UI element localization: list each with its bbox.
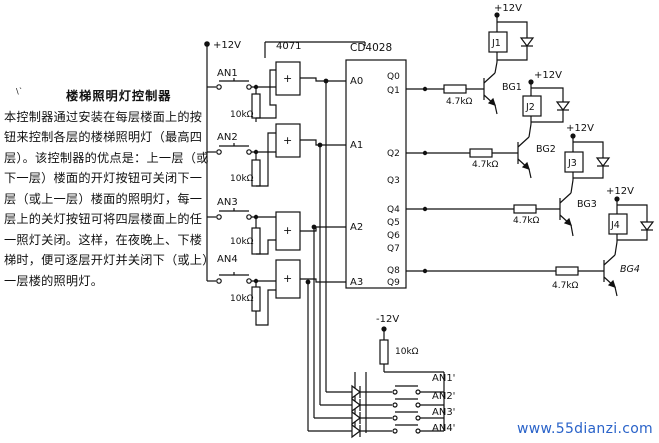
j4-label: J4 [610,220,620,231]
bg2-base-resistor [469,148,493,158]
diode-row-1: AN1' [326,373,455,400]
pin-q9: Q9 [387,278,400,288]
bg1-base-resistor [443,84,467,94]
diode-row-3: AN3' [314,407,455,426]
pin-q5: Q5 [387,218,400,228]
button-an4-group: AN4 10kΩ [207,254,276,312]
description-body: 本控制器通过安装在每层楼面上的按钮来控制各层的楼梯照明灯（最高四层）。该控制器的… [4,109,209,288]
stage4-resistor-label: 4.7kΩ [552,281,579,291]
gate-1-symbol: + [283,72,292,85]
output-junctions [422,86,428,274]
chip-or-label: 4071 [276,41,301,52]
bg4-base-resistor [555,266,579,276]
output-stage-4: 4.7kΩ BG4 +12V J4 [406,186,655,297]
gate-2-symbol: + [283,134,292,147]
an4-label: AN4 [217,254,238,265]
pin-q7: Q7 [387,244,400,254]
j1-label: J1 [491,38,501,49]
button-an1-group: AN1 10kΩ [207,68,276,120]
pin-q0: Q0 [387,72,400,82]
bg1-label: BG1 [502,82,522,93]
gate-feedback-wires [255,69,277,326]
pin-q6: Q6 [387,231,400,241]
output-stage-1: 4.7kΩ BG1 +12V J1 [406,3,535,115]
j2-label: J2 [525,102,535,113]
pin-q2: Q2 [387,149,400,159]
output-stage-3: 4.7kΩ BG3 +12V J3 [406,123,611,237]
bg3-base-resistor [513,204,537,214]
pin-q1: Q1 [387,86,400,96]
bg3-label: BG3 [577,199,597,210]
an2-resistor-label: 10kΩ [230,174,254,184]
pin-a0: A0 [350,76,363,87]
cd4028-decoder: CD4028 A0 A1 A2 A3 Q0 Q1 Q2 Q3 Q4 Q5 Q6 … [345,42,407,289]
an3-resistor-label: 10kΩ [230,237,254,247]
pin-q8: Q8 [387,266,400,276]
negative-supply-group: -12V 10kΩ [376,314,445,380]
an1p-label: AN1' [432,373,455,384]
vcc-relay2-label: +12V [534,70,562,81]
description-text: \` 楼梯照明灯控制器 本控制器通过安装在每层楼面上的按钮来控制各层的楼梯照明灯… [4,86,210,291]
vneg-resistor-label: 10kΩ [395,347,419,357]
relay-j4 [608,213,628,235]
relay-j3 [564,151,584,173]
pin-a1: A1 [350,140,363,151]
button-an2-group: AN2 10kΩ [207,132,276,187]
quote-mark: \` [16,87,24,96]
output-stage-2: 4.7kΩ BG2 +12V J2 [406,70,571,179]
chip-decoder-label: CD4028 [350,42,392,54]
left-supply-rail: +12V [204,40,241,281]
description-title: 楼梯照明灯控制器 [66,89,172,103]
an2-label: AN2 [217,132,238,143]
diode-row-4: AN4' [308,423,455,439]
pullup-resistor [379,339,389,365]
stage3-resistor-label: 4.7kΩ [513,216,540,226]
bg2-label: BG2 [536,144,556,155]
pin-a3: A3 [350,277,363,288]
an1-label: AN1 [217,68,238,79]
stage2-resistor-label: 4.7kΩ [472,160,499,170]
gate-3-symbol: + [283,224,292,237]
vcc-left-label: +12V [213,40,241,51]
an3-label: AN3 [217,197,238,208]
watermark: www.55dianzi.com [517,421,653,437]
button-an3-group: AN3 10kΩ [207,197,276,255]
stage1-resistor-label: 4.7kΩ [446,97,473,107]
gate-output-wires [300,77,346,431]
bg4-label: BG4 [620,264,640,275]
vcc-relay4-label: +12V [606,186,634,197]
relay-j2 [522,95,542,117]
or-gate-chip: 4071 + + + + [264,41,366,299]
gate-4-symbol: + [283,272,292,285]
vcc-relay3-label: +12V [566,123,594,134]
j3-label: J3 [567,158,577,169]
pin-q3: Q3 [387,176,400,186]
diode-bank: AN1' AN2' AN3' [308,372,455,439]
vneg-label: -12V [376,314,399,325]
an4-resistor-label: 10kΩ [230,294,254,304]
relay-j1 [488,31,508,53]
pin-a2: A2 [350,222,363,233]
vcc-relay1-label: +12V [494,3,522,14]
pin-q4: Q4 [387,205,400,215]
an1-resistor-label: 10kΩ [230,110,254,120]
